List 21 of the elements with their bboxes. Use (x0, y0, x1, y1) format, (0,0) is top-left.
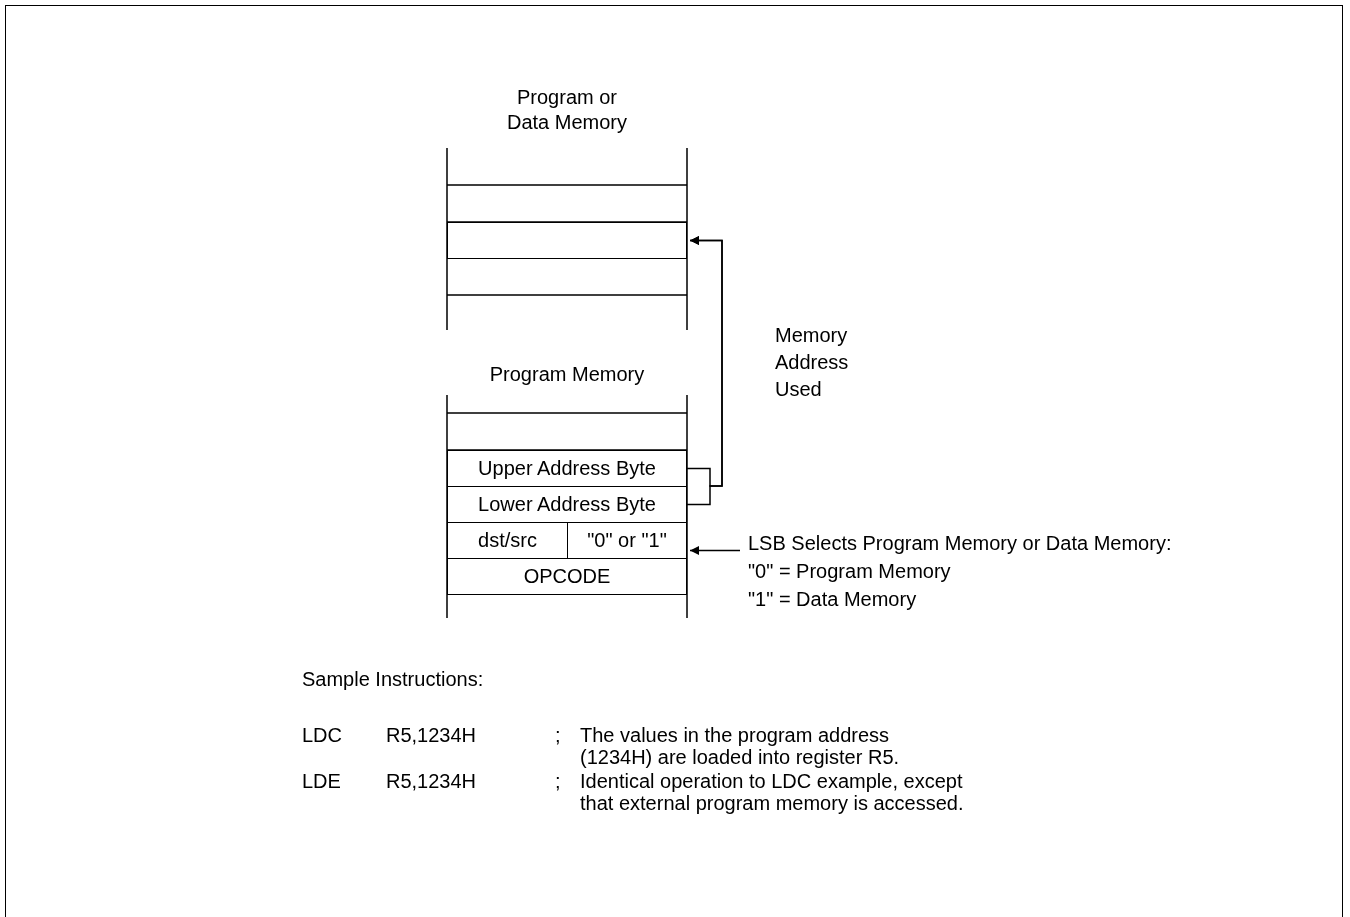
mnemonic-text: LDC (302, 724, 342, 747)
note-text: LSB Selects Program Memory or Data Memory: (748, 532, 1172, 555)
mnemonic-text: LDE (302, 770, 341, 793)
note-text: "0" = Program Memory (748, 560, 951, 583)
operand-field: "0" or "1" (567, 522, 687, 559)
opcode-field: OPCODE (447, 558, 687, 595)
separator-text: ; (555, 770, 561, 793)
arrow (689, 546, 741, 555)
comment-text: The values in the program address (1234H) are loaded into register R5. (580, 724, 901, 768)
operand-text: R5,1234H (386, 724, 477, 747)
memory-row (447, 222, 687, 259)
comment-text: Identical operation to LDC example, except that external program memory is accessed. (580, 770, 965, 814)
operand-text: R5,1234H (386, 770, 477, 793)
separator-text: ; (555, 724, 561, 747)
heading-text: Sample Instructions: (302, 668, 484, 691)
column-heading: Program or Data Memory (506, 85, 628, 135)
note-text: "1" = Data Memory (748, 588, 917, 611)
column-heading: Program Memory (488, 362, 646, 387)
operand-field: dst/src (447, 522, 568, 559)
memory-row: Lower Address Byte (447, 486, 687, 523)
memory-row: Upper Address Byte (447, 450, 687, 487)
